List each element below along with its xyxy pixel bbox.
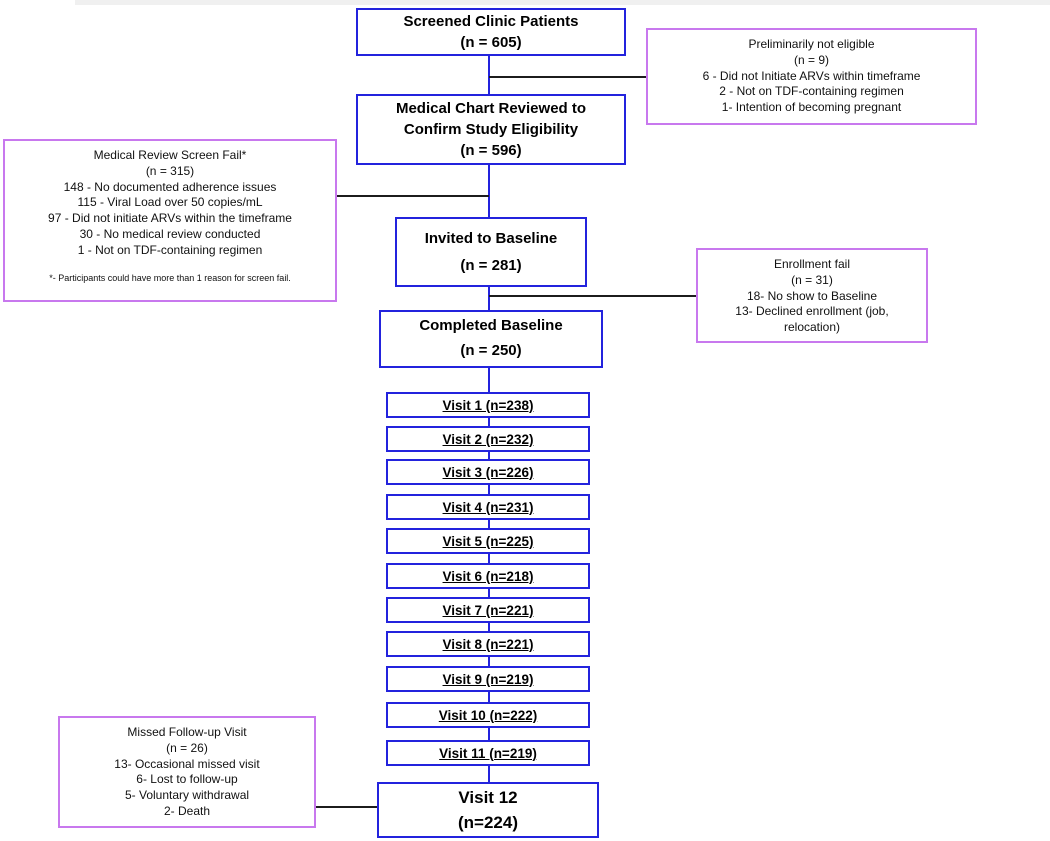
- visit-3-label: Visit 3 (n=226): [442, 464, 534, 480]
- visit-8-label: Visit 8 (n=221): [442, 636, 534, 652]
- box-completed-title: Completed Baseline: [419, 317, 563, 335]
- visit-box-7: Visit 7 (n=221): [386, 597, 590, 623]
- enroll-fail-title: Enrollment fail: [773, 257, 851, 271]
- visit-box-1: Visit 1 (n=238): [386, 392, 590, 418]
- prelim-item: 6 - Did not Initiate ARVs within timefra…: [702, 68, 921, 83]
- box-invited-title: Invited to Baseline: [424, 230, 558, 247]
- visit-box-11: Visit 11 (n=219): [386, 740, 590, 766]
- screen-fail-item: 148 - No documented adherence issues: [63, 179, 277, 194]
- prelim-count: (n = 9): [793, 52, 829, 67]
- box-invited-count: (n = 281): [460, 257, 522, 274]
- enroll-fail-item: 18- No show to Baseline: [746, 288, 878, 303]
- missed-title: Missed Follow-up Visit: [127, 725, 247, 739]
- side-box-enrollment-fail: Enrollment fail (n = 31) 18- No show to …: [696, 248, 928, 343]
- box-visit-12: Visit 12 (n=224): [377, 782, 599, 838]
- enroll-fail-item: 13- Declined enrollment (job, relocation…: [735, 304, 889, 335]
- visit-box-4: Visit 4 (n=231): [386, 494, 590, 520]
- box-chart-review-title-line1: Medical Chart Reviewed to: [395, 100, 587, 117]
- visit-12-title: Visit 12: [458, 787, 518, 807]
- page-top-strip: [75, 0, 1050, 5]
- visit-10-label: Visit 10 (n=222): [438, 707, 538, 723]
- screen-fail-title: Medical Review Screen Fail*: [93, 148, 247, 162]
- visit-11-label: Visit 11 (n=219): [439, 745, 537, 761]
- box-medical-chart-reviewed: Medical Chart Reviewed to Confirm Study …: [356, 94, 626, 165]
- missed-item: 5- Voluntary withdrawal: [124, 788, 250, 803]
- connector-from-screen-fail: [337, 195, 489, 197]
- visit-box-2: Visit 2 (n=232): [386, 426, 590, 452]
- connector-from-missed-follow-up: [316, 806, 378, 808]
- visit-12-count: (n=224): [458, 813, 518, 832]
- screen-fail-item: 1 - Not on TDF-containing regimen: [77, 242, 263, 257]
- screen-fail-footnote: *- Participants could have more than 1 r…: [49, 272, 291, 283]
- visit-5-label: Visit 5 (n=225): [442, 533, 534, 549]
- missed-count: (n = 26): [166, 740, 208, 755]
- enroll-fail-count: (n = 31): [791, 272, 833, 287]
- visit-7-label: Visit 7 (n=221): [442, 602, 534, 618]
- side-box-preliminarily-not-eligible: Preliminarily not eligible (n = 9) 6 - D…: [646, 28, 977, 125]
- box-screened-title: Screened Clinic Patients: [403, 13, 579, 30]
- box-chart-review-count: (n = 596): [460, 142, 522, 159]
- visit-box-3: Visit 3 (n=226): [386, 459, 590, 485]
- box-chart-review-title-line2: Confirm Study Eligibility: [403, 121, 579, 138]
- box-completed-baseline: Completed Baseline (n = 250): [379, 310, 603, 368]
- visit-box-6: Visit 6 (n=218): [386, 563, 590, 589]
- side-box-missed-follow-up-visit: Missed Follow-up Visit (n = 26) 13- Occa…: [58, 716, 316, 828]
- visit-box-8: Visit 8 (n=221): [386, 631, 590, 657]
- visit-box-10: Visit 10 (n=222): [386, 702, 590, 728]
- prelim-item: 2 - Not on TDF-containing regimen: [719, 84, 904, 99]
- visit-9-label: Visit 9 (n=219): [442, 671, 534, 687]
- box-screened-count: (n = 605): [460, 34, 522, 51]
- box-completed-count: (n = 250): [460, 342, 522, 359]
- visit-box-5: Visit 5 (n=225): [386, 528, 590, 554]
- visit-4-label: Visit 4 (n=231): [442, 499, 534, 515]
- missed-item: 13- Occasional missed visit: [114, 756, 260, 771]
- connector-to-preliminarily-not-eligible: [489, 76, 647, 78]
- connector-to-enrollment-fail: [489, 295, 697, 297]
- visit-2-label: Visit 2 (n=232): [442, 431, 534, 447]
- prelim-item: 1- Intention of becoming pregnant: [721, 100, 902, 115]
- visit-6-label: Visit 6 (n=218): [442, 568, 534, 584]
- missed-item: 6- Lost to follow-up: [136, 772, 238, 787]
- prelim-title: Preliminarily not eligible: [748, 37, 875, 51]
- missed-item: 2- Death: [163, 804, 211, 819]
- side-box-medical-review-screen-fail: Medical Review Screen Fail* (n = 315) 14…: [3, 139, 337, 302]
- screen-fail-count: (n = 315): [145, 163, 195, 178]
- screen-fail-item: 115 - Viral Load over 50 copies/mL: [77, 195, 263, 210]
- visit-1-label: Visit 1 (n=238): [442, 397, 534, 413]
- screen-fail-item: 97 - Did not initiate ARVs within the ti…: [48, 211, 292, 226]
- box-invited-to-baseline: Invited to Baseline (n = 281): [395, 217, 587, 287]
- screen-fail-item: 30 - No medical review conducted: [79, 227, 261, 242]
- visit-box-9: Visit 9 (n=219): [386, 666, 590, 692]
- box-screened-clinic-patients: Screened Clinic Patients (n = 605): [356, 8, 626, 56]
